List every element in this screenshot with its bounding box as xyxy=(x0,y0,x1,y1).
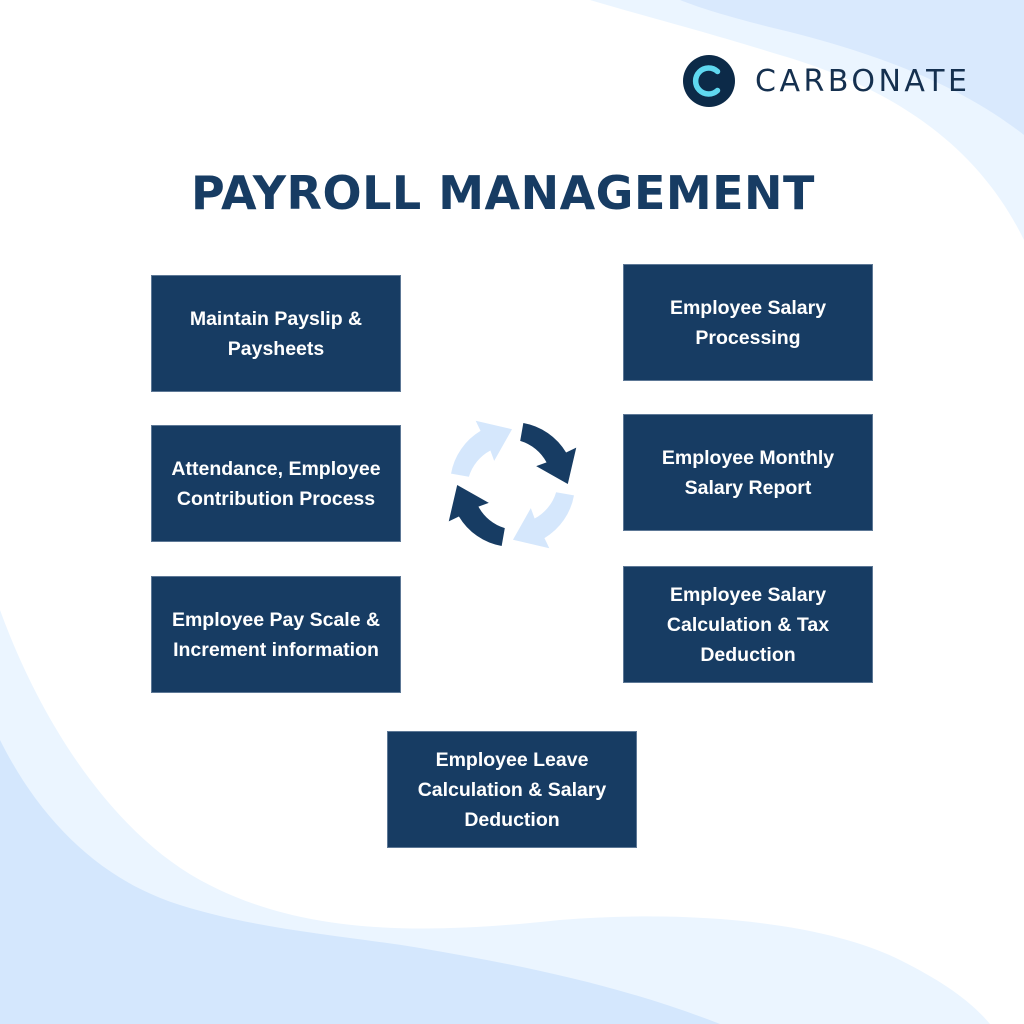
process-box-leave-calculation: Employee Leave Calculation & Salary Dedu… xyxy=(387,731,637,848)
process-box-attendance: Attendance, Employee Contribution Proces… xyxy=(151,425,401,542)
process-box-label: Employee Salary Processing xyxy=(669,296,827,349)
process-box-label: Employee Salary Calculation & Tax Deduct… xyxy=(666,583,830,666)
process-box-label: Employee Monthly Salary Report xyxy=(661,446,835,499)
cycle-arrows-icon xyxy=(446,418,579,551)
wave-bottom-left-light xyxy=(0,610,990,1024)
process-box-label: Maintain Payslip & Paysheets xyxy=(189,307,363,360)
brand-name: CARBONATE xyxy=(755,63,971,99)
process-box-tax-deduction: Employee Salary Calculation & Tax Deduct… xyxy=(623,566,873,683)
brand-logo: CARBONATE xyxy=(683,55,970,107)
process-box-monthly-report: Employee Monthly Salary Report xyxy=(623,414,873,531)
process-box-label: Employee Pay Scale & Increment informati… xyxy=(171,608,381,661)
page-title: PAYROLL MANAGEMENT xyxy=(191,166,815,220)
process-box-label: Employee Leave Calculation & Salary Dedu… xyxy=(417,748,607,831)
process-box-payslip: Maintain Payslip & Paysheets xyxy=(151,275,401,392)
wave-top-right-mid xyxy=(680,0,1024,135)
process-box-pay-scale: Employee Pay Scale & Increment informati… xyxy=(151,576,401,693)
carbonate-logo-icon xyxy=(683,55,735,107)
process-box-salary-processing: Employee Salary Processing xyxy=(623,264,873,381)
process-box-label: Attendance, Employee Contribution Proces… xyxy=(171,457,381,510)
wave-bottom-left-mid xyxy=(0,740,720,1024)
